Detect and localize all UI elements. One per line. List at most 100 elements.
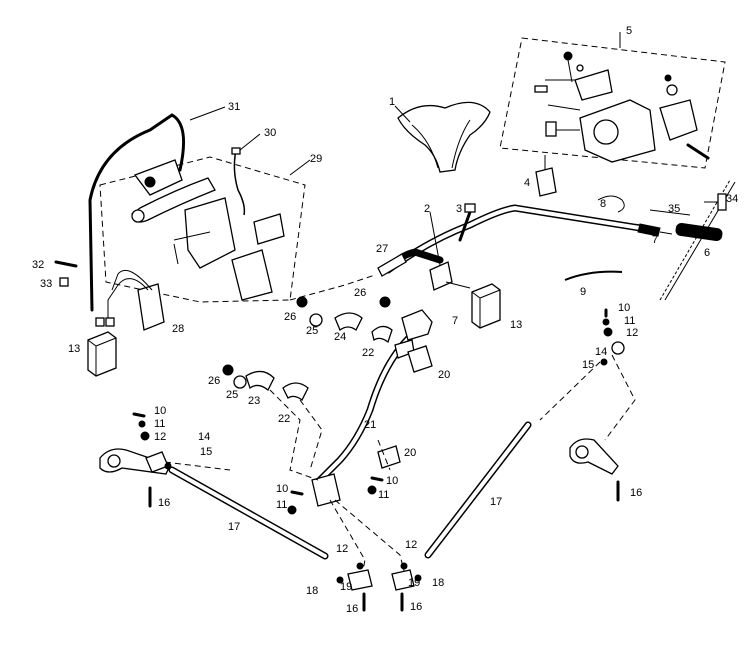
- label-7: 7: [452, 315, 458, 327]
- label-23: 23: [248, 395, 260, 407]
- brake-switch-part: [95, 270, 165, 331]
- label-13-right: 13: [510, 319, 522, 331]
- label-8: 8: [600, 198, 606, 210]
- label-12-bottom-right: 12: [405, 539, 417, 551]
- label-33: 33: [40, 278, 52, 290]
- connector-part: [535, 155, 557, 197]
- label-29: 29: [310, 153, 322, 165]
- spring-clip-part: [597, 195, 625, 213]
- nut-26-upper: [296, 296, 308, 308]
- label-10-right-top: 10: [618, 302, 630, 314]
- label-28: 28: [172, 323, 184, 335]
- label-16-right: 16: [630, 487, 642, 499]
- label-14-right: 14: [595, 346, 607, 358]
- label-7-right: 7: [652, 234, 658, 246]
- label-9: 9: [580, 286, 586, 298]
- label-32: 32: [32, 259, 44, 271]
- nut-26-lower: [222, 364, 234, 376]
- label-3: 3: [456, 203, 462, 215]
- label-10-mid: 10: [276, 483, 288, 495]
- label-6: 6: [704, 247, 710, 259]
- label-22-upper: 22: [362, 347, 374, 359]
- brake-hose-part: [88, 113, 186, 312]
- label-20-upper: 20: [438, 369, 450, 381]
- label-26-left: 26: [284, 311, 296, 323]
- tie-rod-right: [424, 421, 532, 559]
- brake-cable-part: [233, 149, 246, 216]
- label-22-lower: 22: [278, 413, 290, 425]
- clamp-half-22-upper: [371, 325, 393, 344]
- switch-assembly-part: [534, 51, 710, 163]
- label-25-upper: 25: [306, 325, 318, 337]
- guide-line-2: [269, 389, 319, 481]
- switch-box-part-left: [87, 331, 117, 377]
- label-19-right: 19: [408, 577, 420, 589]
- bracket-part-upper: [407, 345, 433, 373]
- label-34: 34: [726, 193, 738, 205]
- label-35: 35: [668, 203, 680, 215]
- washer-25-upper: [309, 313, 323, 327]
- label-18-left: 18: [306, 585, 318, 597]
- label-2: 2: [424, 203, 430, 215]
- label-17-left: 17: [228, 521, 240, 533]
- label-24: 24: [334, 331, 346, 343]
- clamp-half-24: [334, 312, 363, 332]
- label-21: 21: [364, 419, 376, 431]
- bracket-part-lower: [377, 445, 401, 469]
- label-27: 27: [376, 243, 388, 255]
- guide-line-9: [539, 361, 601, 421]
- hand-guard-part: [397, 101, 491, 173]
- label-10-mid-right: 10: [386, 475, 398, 487]
- label-26-upper: 26: [354, 287, 366, 299]
- guide-line-6: [604, 354, 636, 441]
- guide-line-3: [299, 399, 323, 471]
- label-19-left: 19: [340, 581, 352, 593]
- label-11-right-top: 11: [624, 315, 635, 327]
- label-14-left: 14: [198, 431, 210, 443]
- label-10-left: 10: [154, 405, 166, 417]
- assembly-box-5: [499, 37, 726, 169]
- nut-26-mid: [379, 296, 391, 308]
- label-17-right: 17: [490, 496, 502, 508]
- bolt-part: [458, 203, 476, 242]
- label-30: 30: [264, 127, 276, 139]
- callout-labels: 1 5 4 2 3 8 34 35 7 6 9 27 26 7 13 26 25…: [32, 25, 738, 615]
- label-4: 4: [524, 177, 530, 189]
- clamp-half-23: [245, 370, 275, 392]
- label-16-bottom-right: 16: [410, 601, 422, 613]
- label-20-lower: 20: [404, 447, 416, 459]
- label-12-bottom-left: 12: [336, 543, 348, 555]
- label-16-left: 16: [158, 497, 170, 509]
- label-15-right: 15: [582, 359, 594, 371]
- rod-end-14-right: [611, 341, 625, 355]
- label-11-mid: 11: [276, 499, 287, 511]
- tie-rod-left: [168, 466, 329, 560]
- handlebar-clamp-part: [429, 261, 471, 291]
- rod-end-19-right: [391, 569, 415, 591]
- label-5: 5: [626, 25, 632, 37]
- handlebar-part: [377, 204, 723, 277]
- label-1: 1: [389, 96, 395, 108]
- label-11-mid-right: 11: [378, 489, 389, 501]
- guide-line-5: [334, 499, 406, 576]
- guide-line-4: [329, 499, 366, 576]
- label-12-right-top: 12: [626, 327, 638, 339]
- label-16-bottom-left: 16: [346, 603, 358, 615]
- small-nut-part: [59, 277, 69, 287]
- assembly-box-29: [99, 156, 306, 303]
- guide-line-8: [164, 461, 231, 471]
- switch-box-part-right: [471, 283, 501, 329]
- label-12-left: 12: [154, 431, 166, 443]
- guide-line-7: [377, 439, 391, 471]
- wire-part: [564, 270, 623, 281]
- label-25-lower: 25: [226, 389, 238, 401]
- clamp-half-22-lower: [282, 382, 309, 401]
- washer-25-lower: [233, 375, 247, 389]
- brake-lever-part: [131, 159, 285, 301]
- label-11-left: 11: [154, 418, 165, 430]
- label-13-left: 13: [68, 343, 80, 355]
- label-18-right: 18: [432, 577, 444, 589]
- rod-end-19-left: [347, 569, 373, 591]
- throttle-cable-part: [659, 179, 736, 301]
